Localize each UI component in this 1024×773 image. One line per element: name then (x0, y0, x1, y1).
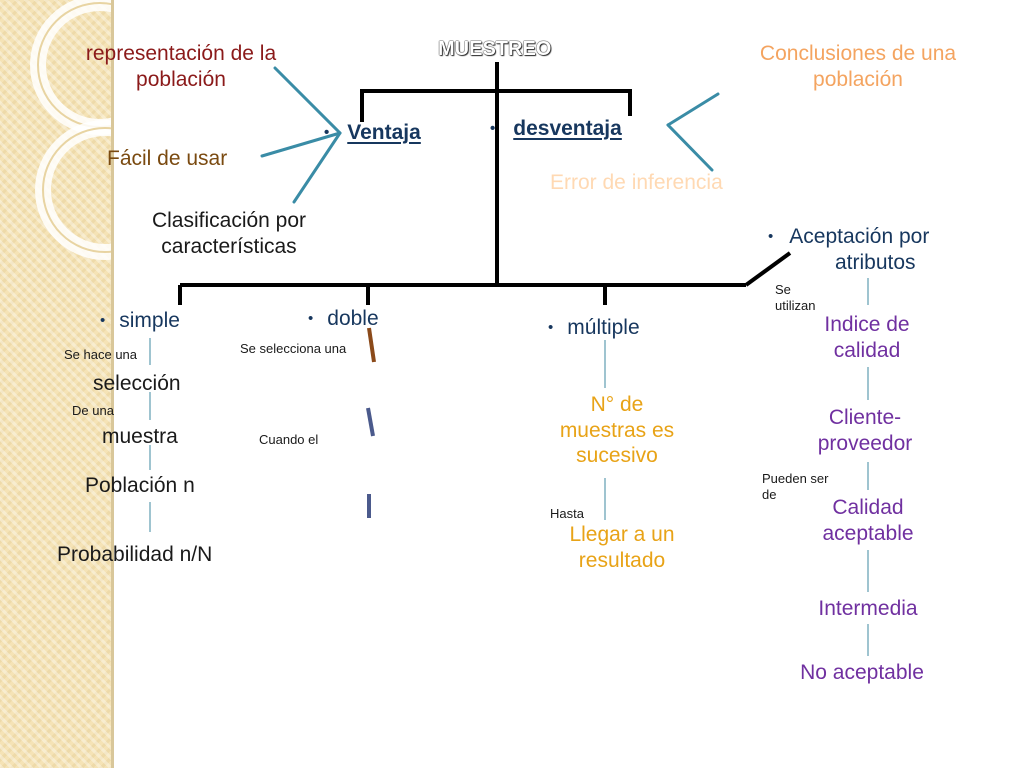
note-pueden-ser-de: Pueden ser de (762, 471, 829, 503)
connector-clasificacion (292, 131, 342, 204)
note-se-hace-una: Se hace una (64, 347, 138, 362)
note-se-utilizan: Se utilizan (775, 282, 816, 314)
connector-conclusiones (666, 92, 720, 127)
label-facil: Fácil de usar (107, 147, 228, 170)
label-indice-line-2: calidad (833, 338, 901, 362)
label-llegar: Llegar a un resultado (569, 522, 674, 573)
label-cliente-line-1: Cliente- (828, 406, 902, 429)
label-intermedia: Intermedia (818, 597, 918, 620)
label-n-muestras-line-2: muestras es (559, 418, 675, 442)
note-se-selecciona-una: Se selecciona una (240, 341, 347, 356)
aceptacion-branch (744, 251, 792, 287)
label-clasificacion-line-1: Clasificación por (151, 209, 307, 232)
label-simple-text: simple (119, 309, 180, 332)
note-hasta: Hasta (550, 506, 584, 521)
label-aceptacion-line-2: atributos (835, 250, 916, 274)
label-conclusiones: Conclusiones de una población (760, 41, 956, 92)
label-seleccion: selección (93, 372, 181, 395)
diagram-title: MUESTREO (438, 38, 552, 60)
label-cliente-line-2: proveedor (817, 431, 913, 455)
thin-connectors (149, 278, 869, 656)
label-aceptacion: •Aceptación por atributos (768, 225, 930, 274)
teal-connectors (260, 66, 720, 204)
label-doble-text: doble (327, 307, 379, 330)
label-llegar-line-2: resultado (578, 548, 666, 572)
label-probabilidad: Probabilidad n/N (57, 543, 213, 566)
label-aceptacion-line-1: Aceptación por (789, 225, 930, 248)
label-conclusiones-line-1: Conclusiones de una (759, 42, 957, 65)
label-no-aceptable: No aceptable (800, 661, 924, 684)
tree-lines (178, 62, 792, 305)
connector-error (666, 123, 714, 172)
connector-facil (260, 131, 342, 158)
label-desventaja: •desventaja (490, 117, 622, 140)
label-representacion-line-2: población (136, 67, 226, 91)
decorative-sidebar (0, 0, 175, 768)
label-multiple: múltiple (548, 315, 640, 341)
label-n-muestras-line-3: sucesivo (576, 444, 658, 468)
label-representacion-line-1: representación de la (85, 42, 277, 65)
label-simple: simple (100, 308, 180, 334)
label-calidad-line-2: aceptable (822, 521, 914, 545)
label-ventaja: •Ventaja (324, 121, 421, 144)
doble-dash-1 (367, 327, 376, 363)
label-n-muestras: N° de muestras es sucesivo (560, 392, 674, 469)
label-conclusiones-line-2: población (813, 67, 903, 91)
ventaja-text: Ventaja (347, 121, 421, 144)
desventaja-text: desventaja (513, 117, 622, 140)
label-calidad-line-1: Calidad (832, 496, 904, 519)
sidebar-divider (111, 0, 114, 768)
label-doble: doble (308, 306, 379, 332)
label-clasificacion-line-2: características (161, 234, 297, 258)
label-cliente: Cliente- proveedor (818, 405, 913, 456)
label-error: Error de inferencia (550, 171, 723, 194)
label-indice-line-1: Indice de (824, 313, 910, 336)
label-representacion: representación de la población (86, 41, 276, 92)
label-n-muestras-line-1: N° de (590, 393, 644, 416)
note-cuando-el: Cuando el (259, 432, 319, 447)
doble-dash-2 (366, 407, 375, 437)
label-calidad-aceptable: Calidad aceptable (822, 495, 913, 546)
label-llegar-line-1: Llegar a un (569, 523, 675, 546)
label-poblacion-n: Población n (85, 474, 195, 497)
label-clasificacion: Clasificación por características (152, 208, 306, 259)
label-muestra: muestra (102, 425, 178, 448)
label-indice: Indice de calidad (824, 312, 909, 363)
label-multiple-text: múltiple (567, 316, 640, 339)
note-de-una: De una (72, 403, 114, 418)
connector-representacion (273, 66, 342, 135)
